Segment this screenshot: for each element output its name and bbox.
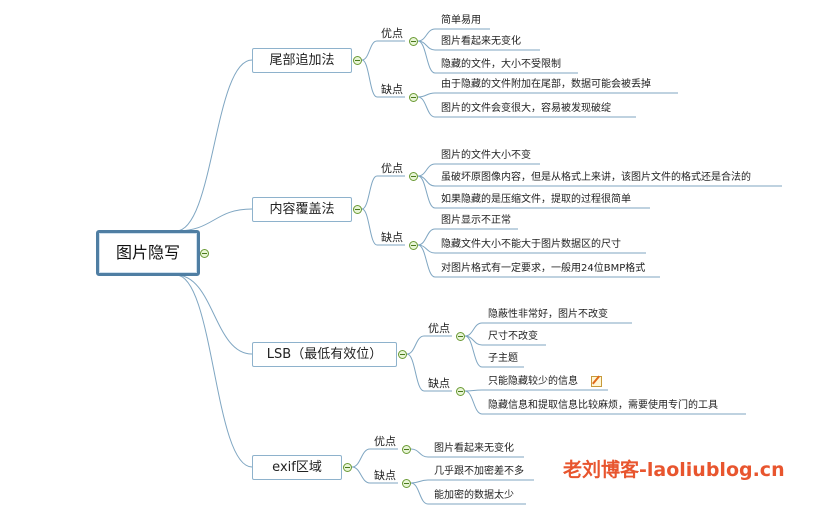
pros-label[interactable]: 优点 — [381, 27, 403, 40]
leaf-item[interactable]: 能加密的数据太少 — [434, 490, 514, 501]
sub-leaf-connector — [464, 322, 483, 337]
leaf-item[interactable]: 虽破坏原图像内容，但是从格式上来讲，该图片文件的格式还是合法的 — [441, 172, 751, 183]
root-branch-connector — [175, 59, 253, 232]
branch-sub-connector — [361, 208, 378, 246]
cons-label[interactable]: 缺点 — [381, 231, 403, 244]
root-node[interactable]: 图片隐写 — [96, 230, 200, 276]
sub-leaf-connector — [417, 175, 436, 209]
branch-sub-connector — [406, 335, 425, 355]
branch-node[interactable]: 内容覆盖法 — [252, 197, 352, 222]
branch-sub-connector — [351, 466, 371, 484]
pros-label[interactable]: 优点 — [374, 435, 396, 448]
pros-label[interactable]: 优点 — [381, 162, 403, 175]
sub-leaf-connector — [417, 244, 436, 278]
leaf-item[interactable]: 由于隐藏的文件附加在尾部，数据可能会被丢掉 — [441, 79, 651, 90]
branch-node[interactable]: LSB（最低有效位） — [252, 342, 397, 367]
leaf-item[interactable]: 如果隐藏的是压缩文件，提取的过程很简单 — [441, 194, 631, 205]
sub-leaf-connector — [417, 228, 436, 246]
leaf-item[interactable]: 只能隐藏较少的信息 — [488, 376, 578, 387]
branch-collapse-icon[interactable] — [353, 56, 362, 65]
leaf-item[interactable]: 隐藏信息和提取信息比较麻烦，需要使用专门的工具 — [488, 400, 718, 411]
leaf-item[interactable]: 隐藏的文件，大小不受限制 — [441, 59, 561, 70]
branch-node[interactable]: 尾部追加法 — [252, 48, 352, 73]
branch-node[interactable]: exif区域 — [252, 455, 342, 480]
branch-collapse-icon[interactable] — [398, 350, 407, 359]
leaf-item[interactable]: 对图片格式有一定要求，一般用24位BMP格式 — [441, 263, 646, 274]
sub-leaf-connector — [417, 96, 436, 118]
root-branch-connector — [175, 274, 253, 468]
sub-leaf-connector — [410, 479, 429, 484]
branch-collapse-icon[interactable] — [343, 463, 352, 472]
leaf-item[interactable]: 图片显示不正常 — [441, 215, 511, 226]
leaf-item[interactable]: 隐蔽性非常好，图片不改变 — [488, 309, 608, 320]
cons-collapse-icon[interactable] — [456, 387, 465, 396]
leaf-item[interactable]: 图片看起来无变化 — [434, 443, 514, 454]
branch-sub-connector — [361, 175, 378, 210]
watermark: 老刘博客-laoliublog.cn — [563, 459, 785, 481]
sub-leaf-connector — [464, 335, 483, 368]
cons-label[interactable]: 缺点 — [428, 377, 450, 390]
sub-leaf-connector — [410, 448, 429, 458]
leaf-item[interactable]: 图片的文件大小不变 — [441, 150, 531, 161]
leaf-item[interactable]: 图片的文件会变很大，容易被发现破绽 — [441, 103, 611, 114]
sub-leaf-connector — [464, 390, 483, 415]
leaf-item[interactable]: 几乎跟不加密差不多 — [434, 466, 524, 477]
pros-label[interactable]: 优点 — [428, 322, 450, 335]
leaf-item[interactable]: 图片看起来无变化 — [441, 36, 521, 47]
pros-collapse-icon[interactable] — [456, 332, 465, 341]
pros-collapse-icon[interactable] — [402, 445, 411, 454]
pros-collapse-icon[interactable] — [409, 172, 418, 181]
branch-sub-connector — [361, 40, 378, 61]
sub-leaf-connector — [464, 389, 483, 392]
root-collapse-icon[interactable] — [200, 249, 209, 258]
leaf-item[interactable]: 隐藏文件大小不能大于图片数据区的尺寸 — [441, 239, 621, 250]
note-icon[interactable] — [591, 376, 602, 387]
leaf-item[interactable]: 尺寸不改变 — [488, 331, 538, 342]
branch-sub-connector — [361, 59, 378, 98]
cons-collapse-icon[interactable] — [409, 241, 418, 250]
cons-collapse-icon[interactable] — [402, 479, 411, 488]
sub-leaf-connector — [417, 40, 436, 74]
root-branch-connector — [175, 274, 253, 355]
sub-leaf-connector — [417, 92, 436, 98]
cons-label[interactable]: 缺点 — [381, 83, 403, 96]
root-branch-connector — [175, 208, 253, 232]
leaf-item[interactable]: 子主题 — [488, 353, 518, 364]
cons-label[interactable]: 缺点 — [374, 469, 396, 482]
branch-collapse-icon[interactable] — [353, 205, 362, 214]
branch-sub-connector — [351, 448, 371, 468]
branch-sub-connector — [406, 353, 425, 392]
leaf-item[interactable]: 简单易用 — [441, 15, 481, 26]
pros-collapse-icon[interactable] — [409, 37, 418, 46]
sub-leaf-connector — [410, 482, 429, 505]
sub-leaf-connector — [417, 28, 436, 42]
sub-leaf-connector — [417, 163, 436, 177]
cons-collapse-icon[interactable] — [409, 93, 418, 102]
